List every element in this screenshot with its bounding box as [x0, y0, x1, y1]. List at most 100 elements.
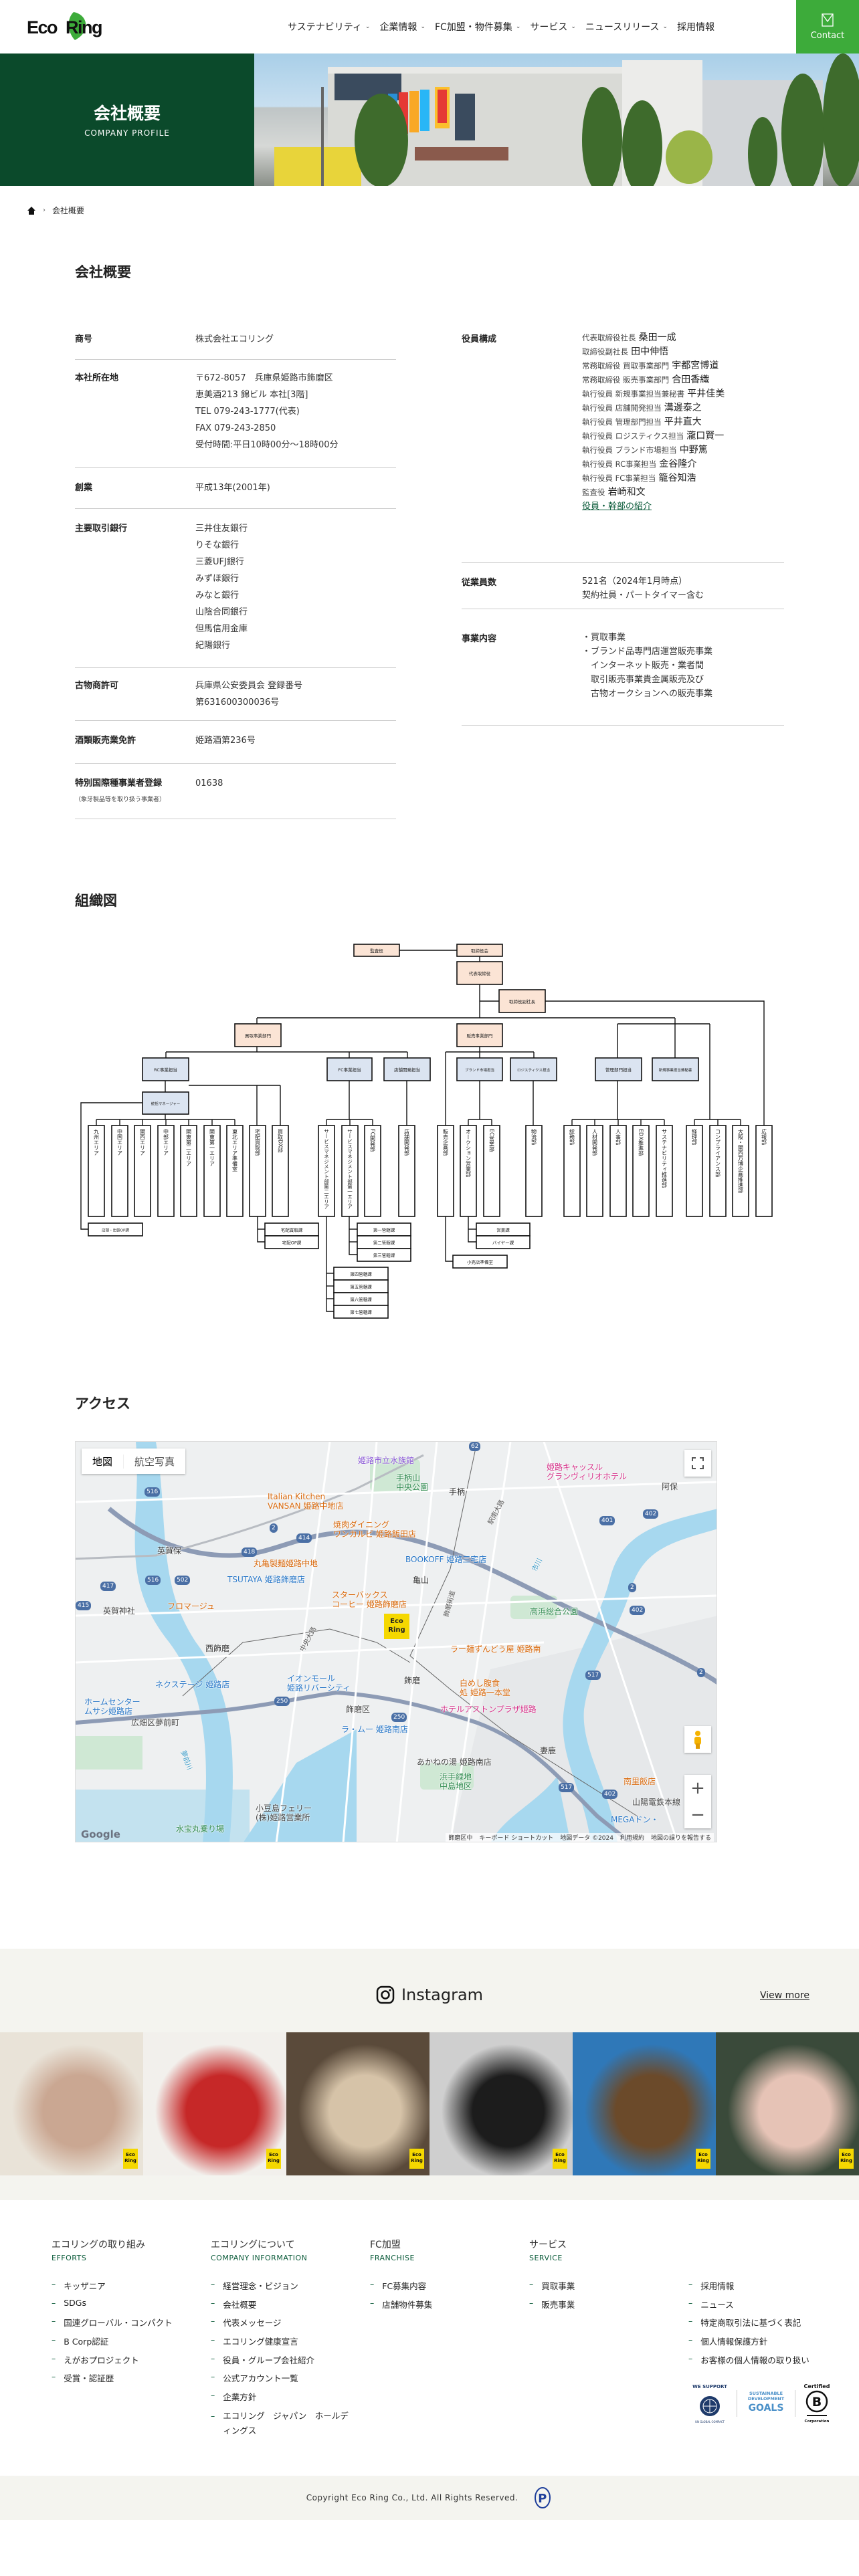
map-label[interactable]: 飾磨区: [346, 1705, 371, 1714]
map-label[interactable]: イオンモール 姫路リバーシティ: [287, 1674, 351, 1693]
map-label[interactable]: MEGAドン・: [611, 1815, 659, 1824]
footer-link[interactable]: FC募集内容: [370, 2279, 514, 2298]
sdgs-logo[interactable]: SUSTAINABLE DEVELOPMENT GOALS: [745, 2387, 787, 2420]
nav-item-1[interactable]: 企業情報⌄: [379, 20, 425, 33]
map-label[interactable]: 姫路市立水族館: [358, 1456, 415, 1465]
view-more-link[interactable]: View more: [760, 1990, 809, 2001]
footer-link[interactable]: 会社概要: [211, 2298, 355, 2317]
org-node-label: 監査役: [370, 948, 383, 954]
un-global-compact-logo[interactable]: WE SUPPORT UN GLOBAL COMPACT: [691, 2383, 729, 2424]
map-label[interactable]: 丸亀製麺姫路中地: [254, 1559, 318, 1568]
map-label[interactable]: 英賀保: [157, 1546, 182, 1555]
contact-button[interactable]: Contact: [796, 0, 859, 53]
footer-link[interactable]: 役員・グループ会社紹介: [211, 2353, 355, 2372]
map-label[interactable]: ラー麺ずんどう屋 姫路南: [450, 1644, 541, 1654]
map-type-map[interactable]: 地図: [82, 1454, 124, 1469]
footer-link[interactable]: ニュース: [688, 2298, 809, 2317]
b-corp-logo[interactable]: Certified B Corporation: [803, 2383, 830, 2424]
attribution-item[interactable]: 地図データ ©2024: [560, 1835, 613, 1842]
map-label[interactable]: 西飾磨: [205, 1644, 230, 1653]
fullscreen-button[interactable]: [684, 1450, 711, 1477]
zoom-out-button[interactable]: −: [690, 1805, 705, 1825]
footer-link[interactable]: エコリング ジャパン ホールディングス: [211, 2409, 355, 2438]
footer-link[interactable]: 特定商取引法に基づく表記: [688, 2316, 809, 2335]
ecoring-logo[interactable]: Eco Ring: [27, 9, 110, 43]
footer-link[interactable]: えがおプロジェクト: [52, 2353, 195, 2372]
footer-link[interactable]: 経営理念・ビジョン: [211, 2279, 355, 2298]
nav-item-4[interactable]: ニュースリリース⌄: [585, 20, 668, 33]
org-node-box: [456, 944, 503, 957]
org-node: 人事部: [609, 1125, 627, 1217]
map-label[interactable]: 手柄山 中央公園: [396, 1473, 429, 1492]
map-label[interactable]: 高浜総合公園: [530, 1607, 579, 1616]
map-label[interactable]: Italian Kitchen VANSAN 姫路中地店: [268, 1492, 344, 1511]
attribution-item[interactable]: 地図の誤りを報告する: [650, 1835, 711, 1842]
footer-link[interactable]: 受賞・認証歴: [52, 2371, 195, 2390]
footer-link[interactable]: 買取事業: [529, 2279, 673, 2298]
officer-role: 執行役員 RC事業担当: [582, 459, 657, 469]
org-node-box: [357, 1248, 411, 1262]
map-label[interactable]: 阿保: [662, 1482, 678, 1491]
map-label[interactable]: 浜手緑地 中島地区: [440, 1772, 472, 1791]
map-label[interactable]: ネクステージ 姫路店: [155, 1680, 230, 1689]
map-label[interactable]: TSUTAYA 姫路飾磨店: [227, 1575, 305, 1584]
org-connector: [445, 1216, 453, 1262]
officers-intro-link[interactable]: 役員・幹部の紹介: [582, 502, 652, 512]
map-label[interactable]: 亀山: [413, 1576, 430, 1585]
footer-link[interactable]: 販売事業: [529, 2298, 673, 2317]
map-label[interactable]: 広畑区夢前町: [131, 1718, 180, 1727]
footer-link[interactable]: 店舗物件募集: [370, 2298, 514, 2317]
map-label[interactable]: フロマージュ: [167, 1602, 215, 1611]
zoom-in-button[interactable]: +: [690, 1778, 705, 1798]
map-label[interactable]: 飾磨: [404, 1676, 421, 1685]
map-label[interactable]: BOOKOFF 姫路三宅店: [405, 1555, 487, 1564]
map-type-satellite[interactable]: 航空写真: [134, 1455, 175, 1468]
map-label[interactable]: スターバックス コーヒー 姫路飾磨店: [332, 1590, 407, 1609]
street-view-pegman[interactable]: [684, 1726, 711, 1753]
map-label[interactable]: 焼肉ダイニング ワンカルビ 姫路飯田店: [333, 1520, 416, 1539]
map-label[interactable]: 水宝丸乗り場: [176, 1824, 225, 1834]
nav-item-2[interactable]: FC加盟・物件募集⌄: [435, 20, 520, 33]
footer-link[interactable]: 公式アカウント一覧: [211, 2371, 355, 2390]
footer-link[interactable]: 採用情報: [688, 2279, 809, 2298]
attribution-item[interactable]: キーボード ショートカット: [479, 1835, 554, 1842]
nav-item-0[interactable]: サステナビリティ⌄: [288, 20, 370, 33]
map-label[interactable]: 姫路キャッスル グランヴィリオホテル: [547, 1463, 628, 1481]
footer-link[interactable]: 代表メッセージ: [211, 2316, 355, 2335]
footer-link[interactable]: SDGs: [52, 2298, 195, 2317]
ecoring-map-marker[interactable]: Eco Ring: [384, 1614, 409, 1639]
map-label[interactable]: ホテルアストンプラザ姫路: [440, 1705, 537, 1714]
home-icon[interactable]: [27, 206, 36, 215]
map-label[interactable]: 手柄: [449, 1487, 466, 1497]
map-label[interactable]: 妻鹿: [540, 1746, 557, 1755]
footer-link[interactable]: エコリング健康宣言: [211, 2335, 355, 2353]
attribution-item[interactable]: 利用規約: [619, 1835, 644, 1842]
footer-link[interactable]: キッザニア: [52, 2279, 195, 2298]
footer-link[interactable]: 個人情報保護方針: [688, 2335, 809, 2353]
footer-link[interactable]: 企業方針: [211, 2390, 355, 2409]
officer-name: 宇都宮博道: [672, 360, 719, 371]
nav-item-5[interactable]: 採用情報: [677, 20, 714, 33]
map-label[interactable]: あかねの湯 姫路南店: [417, 1757, 492, 1767]
map-label[interactable]: ラ・ムー 姫路南店: [341, 1725, 408, 1734]
privacy-mark-logo[interactable]: P: [533, 2484, 553, 2511]
footer-link[interactable]: 国連グローバル・コンパクト: [52, 2316, 195, 2335]
map-label[interactable]: 英賀神社: [103, 1606, 136, 1616]
footer-link[interactable]: お客様の個人情報の取り扱い: [688, 2353, 809, 2372]
map-label[interactable]: 南里飯店: [624, 1777, 656, 1786]
google-map[interactable]: 姫路市立水族館手柄山 中央公園手柄 姫路キャッスル グランヴィリオホテル阿保 Ita…: [75, 1441, 717, 1842]
map-label[interactable]: ホームセンター ムサシ姫路店: [84, 1697, 140, 1716]
map-label[interactable]: 小豆島フェリー (株)姫路営業所: [256, 1804, 312, 1822]
org-node-box: [226, 1125, 244, 1217]
footer-link[interactable]: B Corp認証: [52, 2335, 195, 2353]
map-label[interactable]: 白めし腹食 処 姫路一本堂: [460, 1679, 510, 1697]
org-node-box: [483, 1125, 500, 1217]
nav-item-3[interactable]: サービス⌄: [530, 20, 576, 33]
map-label[interactable]: 山陽電鉄本線: [632, 1798, 681, 1807]
